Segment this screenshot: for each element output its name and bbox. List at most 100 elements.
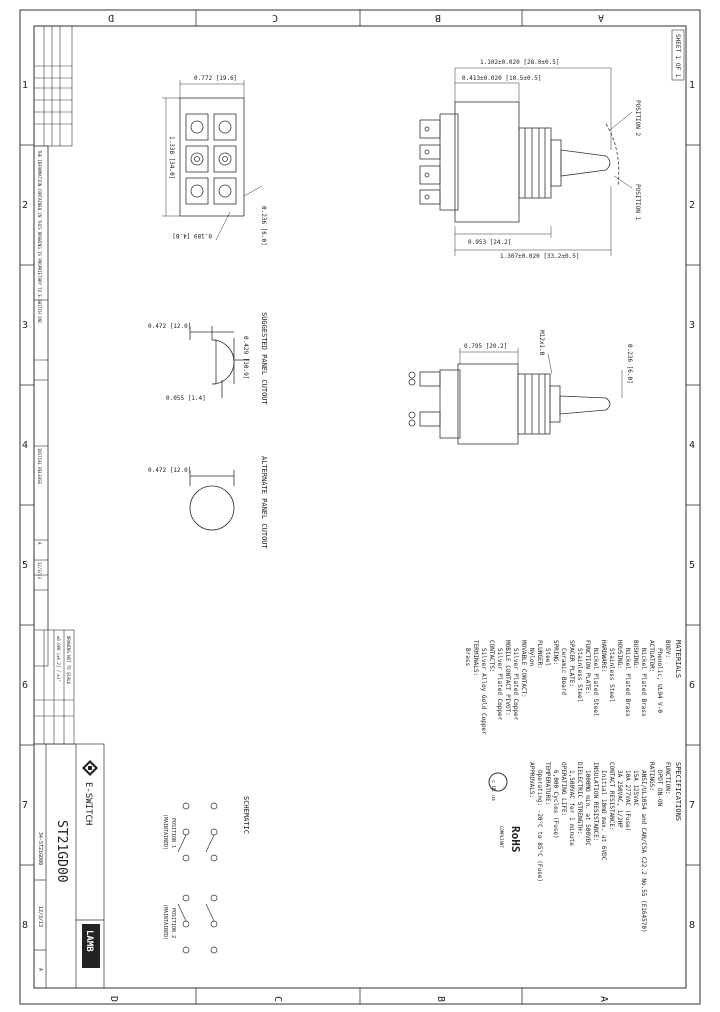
svg-text:INSULATION RESISTANCE:: INSULATION RESISTANCE: [592,762,599,841]
zone-letter-bottom: C [272,996,283,1002]
svg-text:Silver Plated Copper: Silver Plated Copper [496,648,503,721]
switch-side-view [419,101,620,223]
part-number: ST21GD00 [54,820,69,883]
svg-text:3A 250VAC, 1/2HP: 3A 250VAC, 1/2HP [616,770,623,828]
svg-text:Silver Alloy Gold Copper: Silver Alloy Gold Copper [480,648,487,735]
svg-text:Ceramic Board: Ceramic Board [560,648,567,695]
svg-text:5: 5 [22,560,28,571]
svg-text:1,500VAC for 1 minute: 1,500VAC for 1 minute [568,770,575,846]
alternate-cutout [189,470,235,531]
svg-text:Stainless Steel: Stainless Steel [608,648,615,703]
svg-text:Silver Plated Copper: Silver Plated Copper [512,648,519,721]
zone-numbers-right: 1 2 3 4 5 6 7 8 [689,80,695,931]
svg-text:PLUNGER:: PLUNGER: [536,640,543,669]
svg-text:1: 1 [22,80,28,91]
svg-text:CONTACT RESISTANCE:: CONTACT RESISTANCE: [608,762,615,831]
svg-text:ANSI/UL1054 and CAN/CSA C22.2: ANSI/UL1054 and CAN/CSA C22.2 No.55 (E16… [640,770,647,933]
svg-text:2: 2 [22,200,28,211]
dim-thread: M12x1.0 [538,330,545,356]
lamb-logo: LAMB [82,924,100,968]
svg-text:MOVABLE CONTACT:: MOVABLE CONTACT: [520,640,527,698]
dim-terminal-spacing: 0.236 [6.0] [260,206,267,246]
approval-marks: c UL us RoHS COMPLIANT [488,772,522,853]
cutout-suggested-flat: 0.429 [10.9] [242,336,249,379]
svg-text:6: 6 [689,680,695,691]
svg-text:Stainless Steel: Stainless Steel [576,648,583,703]
general-note: THE INFORMATION CONTAINED IN THIS DRAWIN… [37,150,42,326]
svg-text:6: 6 [22,680,28,691]
zone-numbers-left: 1 2 3 4 5 6 7 8 [22,80,28,931]
schematic-pos2-sub: (MAINTAINED) [162,904,168,940]
specifications-block: SPECIFICATIONS FUNCTION: DPDT ON-ON RATI… [528,762,682,933]
sheet-label: SHEET 1 OF 1 [674,34,681,78]
dim-bushing-length: 0.413±0.020 [10.5±0.5] [462,75,541,82]
zone-ticks [20,10,700,1004]
svg-text:FUNCTION:: FUNCTION: [664,762,671,795]
zone-letter-top: B [435,12,441,23]
svg-text:3: 3 [22,320,28,331]
svg-text:SPACER PLATE:: SPACER PLATE: [568,640,575,687]
svg-text:7: 7 [689,800,695,811]
svg-text:8: 8 [689,920,695,931]
zone-letter-top: C [272,12,278,23]
end-view-dimensions [162,80,263,241]
svg-text:SPRING:: SPRING: [552,640,559,665]
dim-handle-dia: 0.236 [6.0] [626,344,633,384]
dim-depth: 0.953 [24.2] [468,239,511,246]
schematic-position-2 [177,894,218,954]
svg-text:Steel: Steel [544,648,551,666]
schematic-pos1-sub: (MAINTAINED) [162,814,168,850]
svg-text:ACTUATOR:: ACTUATOR: [648,640,655,673]
dim-height: 1.338 [34.0] [168,136,175,179]
materials-block: MATERIALS BODY: Phenolic, UL94 V-0 ACTUA… [464,640,682,735]
suggested-cutout [189,326,250,398]
title-block [33,743,105,989]
svg-text:Initial 10mΩ max. at 6VDC: Initial 10mΩ max. at 6VDC [600,770,607,861]
revision-block [33,25,75,745]
svg-text:Nickel Plated Steel: Nickel Plated Steel [592,648,599,717]
dim-terminal-hole: 0.189 [4.8] [172,232,212,239]
switch-front-view [408,363,611,445]
svg-text:DIELECTRIC STRENGTH:: DIELECTRIC STRENGTH: [576,762,583,834]
zone-letters-bottom: D C B A [108,996,609,1002]
svg-text:8: 8 [22,920,28,931]
svg-text:Brass: Brass [464,648,471,666]
svg-text:FUNCTION PLATE:: FUNCTION PLATE: [584,640,591,694]
title-rev: A [37,968,43,971]
drawing-number: 34-ST21GD00 [37,832,43,865]
dim-width: 0.772 [19.6] [194,75,237,82]
dim-body-height: 0.795 [20.2] [464,343,507,350]
zone-letter-bottom: D [108,996,119,1002]
svg-text:Nickel Plated Brass: Nickel Plated Brass [640,648,647,717]
svg-text:6,000 Cycles (Fuse): 6,000 Cycles (Fuse) [552,770,559,839]
svg-text:OPERATING LIFE:: OPERATING LIFE: [560,762,567,816]
svg-text:4: 4 [22,440,28,451]
rohs-sub: COMPLIANT [499,826,504,848]
svg-text:4: 4 [689,440,695,451]
svg-text:BUSHING:: BUSHING: [632,640,639,669]
svg-text:BODY:: BODY: [664,640,671,658]
front-view-dimensions [459,348,623,398]
cutout-suggested-dia: 0.472 [12.0] [148,323,191,330]
company-name: E-SWITCH [83,782,93,825]
svg-text:TERMINALS:: TERMINALS: [472,640,479,676]
zone-letter-top: D [108,12,114,23]
svg-text:CONTACTS:: CONTACTS: [488,640,495,673]
cutout-alternate-dia: 0.472 [12.0] [148,467,191,474]
cutout-suggested-title: SUGGESTED PANEL CUTOUT [260,312,268,406]
label-position-2: POSITION 2 [634,100,641,137]
scale-note: DRAWING NOT TO SCALE [66,636,71,685]
svg-text:MOBILE CONTACT PIVOT:: MOBILE CONTACT PIVOT: [504,640,511,716]
svg-text:TEMPERATURE:: TEMPERATURE: [544,762,551,805]
svg-text:Nylon: Nylon [528,648,535,666]
cutout-suggested-key: 0.055 [1.4] [166,395,206,402]
svg-text:3: 3 [689,320,695,331]
svg-text:10A 277VAC (Fuse): 10A 277VAC (Fuse) [624,770,631,831]
rev-a-row: A [37,542,42,545]
schematic-pos2-label: POSITION 2 [170,908,176,938]
zone-letters-top: D C B A [108,12,604,23]
side-view-dimensions [454,67,633,256]
title-date: 12/3/13 [37,906,43,927]
label-position-1: POSITION 1 [634,184,641,221]
svg-text:RATINGS:: RATINGS: [648,762,655,791]
